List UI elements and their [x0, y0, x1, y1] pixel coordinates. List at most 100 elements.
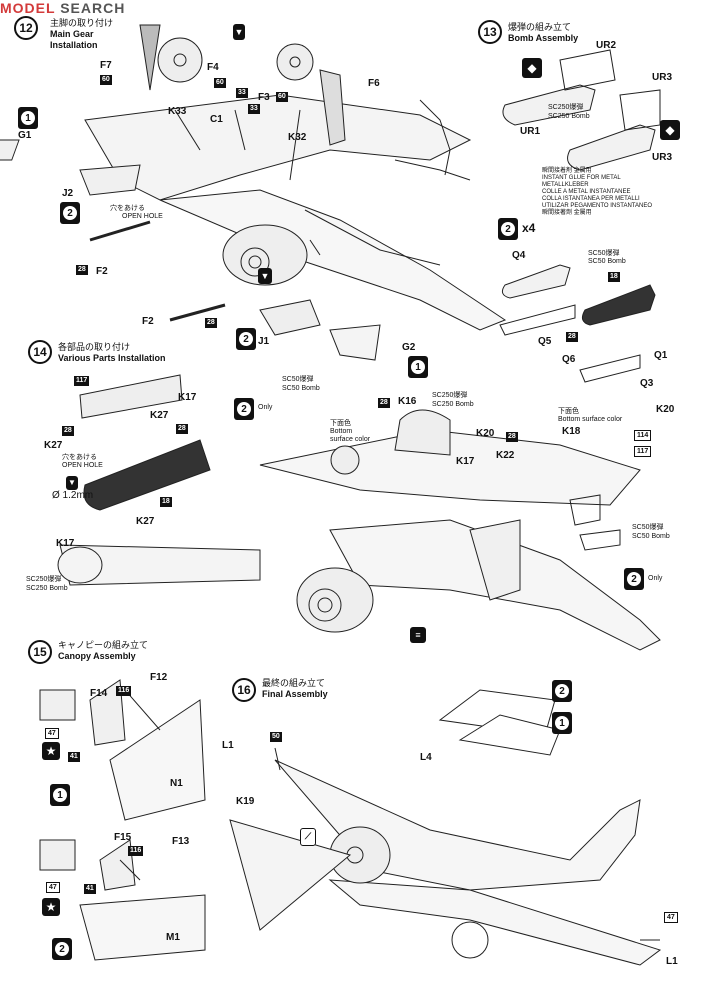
step-15-title-jp: キャノピーの組み立て	[58, 640, 149, 650]
watermark-model: MODEL	[0, 0, 56, 16]
part-label-f12: F12	[150, 672, 168, 683]
main-wheel-right	[276, 43, 346, 146]
part-label-c1: C1	[210, 114, 223, 125]
glue-line-3: COLLE A METAL INSTANTANEE	[542, 189, 631, 195]
main-gear-aircraft	[84, 94, 507, 331]
glue-line-1: INSTANT GLUE FOR METAL	[542, 175, 621, 181]
glue-icon-top: ▼	[233, 22, 245, 40]
part-number-117a: 117	[74, 376, 90, 386]
step-14-header: 14	[28, 340, 52, 364]
part-label-k17c: K17	[456, 456, 475, 467]
step-12-header: 12	[14, 16, 38, 40]
part-number-33b: 33	[248, 104, 260, 114]
decal-icon: ≡	[410, 625, 426, 643]
chip-two-c: 2	[52, 938, 72, 960]
step-13-title: 爆弾の組み立て Bomb Assembly	[508, 22, 578, 44]
part-number-28f: 28	[378, 398, 390, 408]
step-12-number: 12	[14, 16, 38, 40]
chip-two-d: 2	[552, 680, 572, 702]
part-label-k22: K22	[496, 450, 515, 461]
step-16-number: 16	[232, 678, 256, 702]
part-label-m1: M1	[166, 932, 180, 943]
open-hole-b: OPEN HOLE	[62, 462, 103, 469]
sc50-en-a: SC50 Bomb	[588, 258, 626, 265]
part-label-n1: N1	[170, 778, 183, 789]
only-b: Only	[648, 575, 663, 582]
part-label-k18: K18	[562, 426, 581, 437]
part-number-117b: 117	[634, 446, 652, 457]
part-label-k27c: K27	[136, 516, 155, 527]
part-label-ur2: UR2	[596, 40, 617, 51]
part-number-116b: 116	[128, 846, 144, 856]
glue-icon-mid: ▼	[258, 266, 272, 284]
part-label-k27b: K27	[44, 440, 63, 451]
step-15-title-en: Canopy Assembly	[58, 651, 136, 661]
part-label-q5: Q5	[538, 336, 552, 347]
part-label-k27a: K27	[150, 410, 169, 421]
part-label-f3: F3	[258, 92, 270, 103]
part-label-j1: J1	[258, 336, 270, 347]
drill-icon: ▼	[66, 472, 78, 490]
part-number-47b: 47	[46, 882, 60, 893]
bottom-color2-jp: 下面色	[558, 408, 579, 415]
part-label-k20: K20	[476, 428, 495, 439]
glue-line-4: COLLA ISTANTANEA PER METALLI	[542, 196, 640, 202]
part-label-q3: Q3	[640, 378, 654, 389]
part-number-60c: 60	[276, 92, 288, 102]
step-12-title-jp: 主脚の取り付け	[50, 18, 114, 28]
part-label-ur1: UR1	[520, 126, 541, 137]
step-14-title-en: Various Parts Installation	[58, 353, 166, 363]
part-label-l1b: L1	[666, 956, 678, 967]
part-number-41b: 41	[84, 884, 96, 894]
step-13-title-en: Bomb Assembly	[508, 33, 579, 43]
open-hole-jp-a: 穴をあける	[110, 205, 145, 212]
sc50-jp-c: SC50爆弾	[632, 524, 664, 531]
watermark: MODEL SEARCH	[0, 0, 125, 16]
step-14-title: 各部品の取り付け Various Parts Installation	[58, 342, 166, 364]
part-number-60b: 60	[214, 78, 226, 88]
sc250-bomb-drawings	[502, 49, 661, 171]
part-label-f15: F15	[114, 832, 132, 843]
propeller-icon: ⟋	[300, 826, 316, 846]
sc250-jp-a: SC250爆弾	[548, 104, 584, 111]
sc250-en-c: SC250 Bomb	[432, 401, 474, 408]
sc250-en-a: SC250 Bomb	[548, 113, 590, 120]
glue-line-5: UTILIZAR PEGAMENTO INSTANTANEO	[542, 203, 653, 209]
part-label-k17b: K17	[56, 538, 75, 549]
glue-line-0: 瞬間接着剤 金属用	[542, 168, 592, 174]
part-label-l4: L4	[420, 752, 432, 763]
part-number-60a: 60	[100, 75, 112, 85]
step-16-title: 最終の組み立て Final Assembly	[262, 678, 328, 700]
open-hole-a: OPEN HOLE	[122, 213, 163, 220]
step-15-header: 15	[28, 640, 52, 664]
chip-one-a: 1	[18, 107, 38, 129]
part-number-47c: 47	[664, 912, 678, 923]
bottom-color-en1: Bottom	[330, 428, 353, 435]
diamond-icon-a: ◆	[522, 58, 542, 78]
step-14-number: 14	[28, 340, 52, 364]
sc50-en-b: SC50 Bomb	[282, 385, 320, 392]
part-label-l1a: L1	[222, 740, 234, 751]
part-number-47a: 47	[45, 728, 59, 739]
glue-instructions: 瞬間接着剤 金属用 INSTANT GLUE FOR METAL METALLK…	[542, 168, 652, 217]
part-number-114: 114	[634, 430, 652, 441]
step-16-title-en: Final Assembly	[262, 689, 328, 699]
step-12-title-en1: Main Gear	[50, 29, 94, 39]
part-label-ur3b: UR3	[652, 152, 673, 163]
star-icon-b: ★	[42, 898, 60, 916]
quantity-x4: x4	[522, 221, 536, 235]
part-label-q6: Q6	[562, 354, 576, 365]
part-label-q4: Q4	[512, 250, 526, 261]
step-13-header: 13	[478, 20, 502, 44]
part-number-41a: 41	[68, 752, 80, 762]
drill-diameter: Ø 1.2mm	[52, 490, 94, 501]
part-number-18a: 18	[608, 272, 620, 282]
glue-line-2: METALLKLEBER	[542, 182, 589, 188]
step-12-title-en2: Installation	[50, 40, 98, 50]
part-label-f6: F6	[368, 78, 380, 89]
bottom-color2-en: Bottom surface color	[558, 416, 623, 423]
part-label-g2: G2	[402, 342, 416, 353]
chip-two-x4: 2	[498, 218, 518, 240]
chip-one-b: 1	[408, 356, 428, 378]
step-13-number: 13	[478, 20, 502, 44]
